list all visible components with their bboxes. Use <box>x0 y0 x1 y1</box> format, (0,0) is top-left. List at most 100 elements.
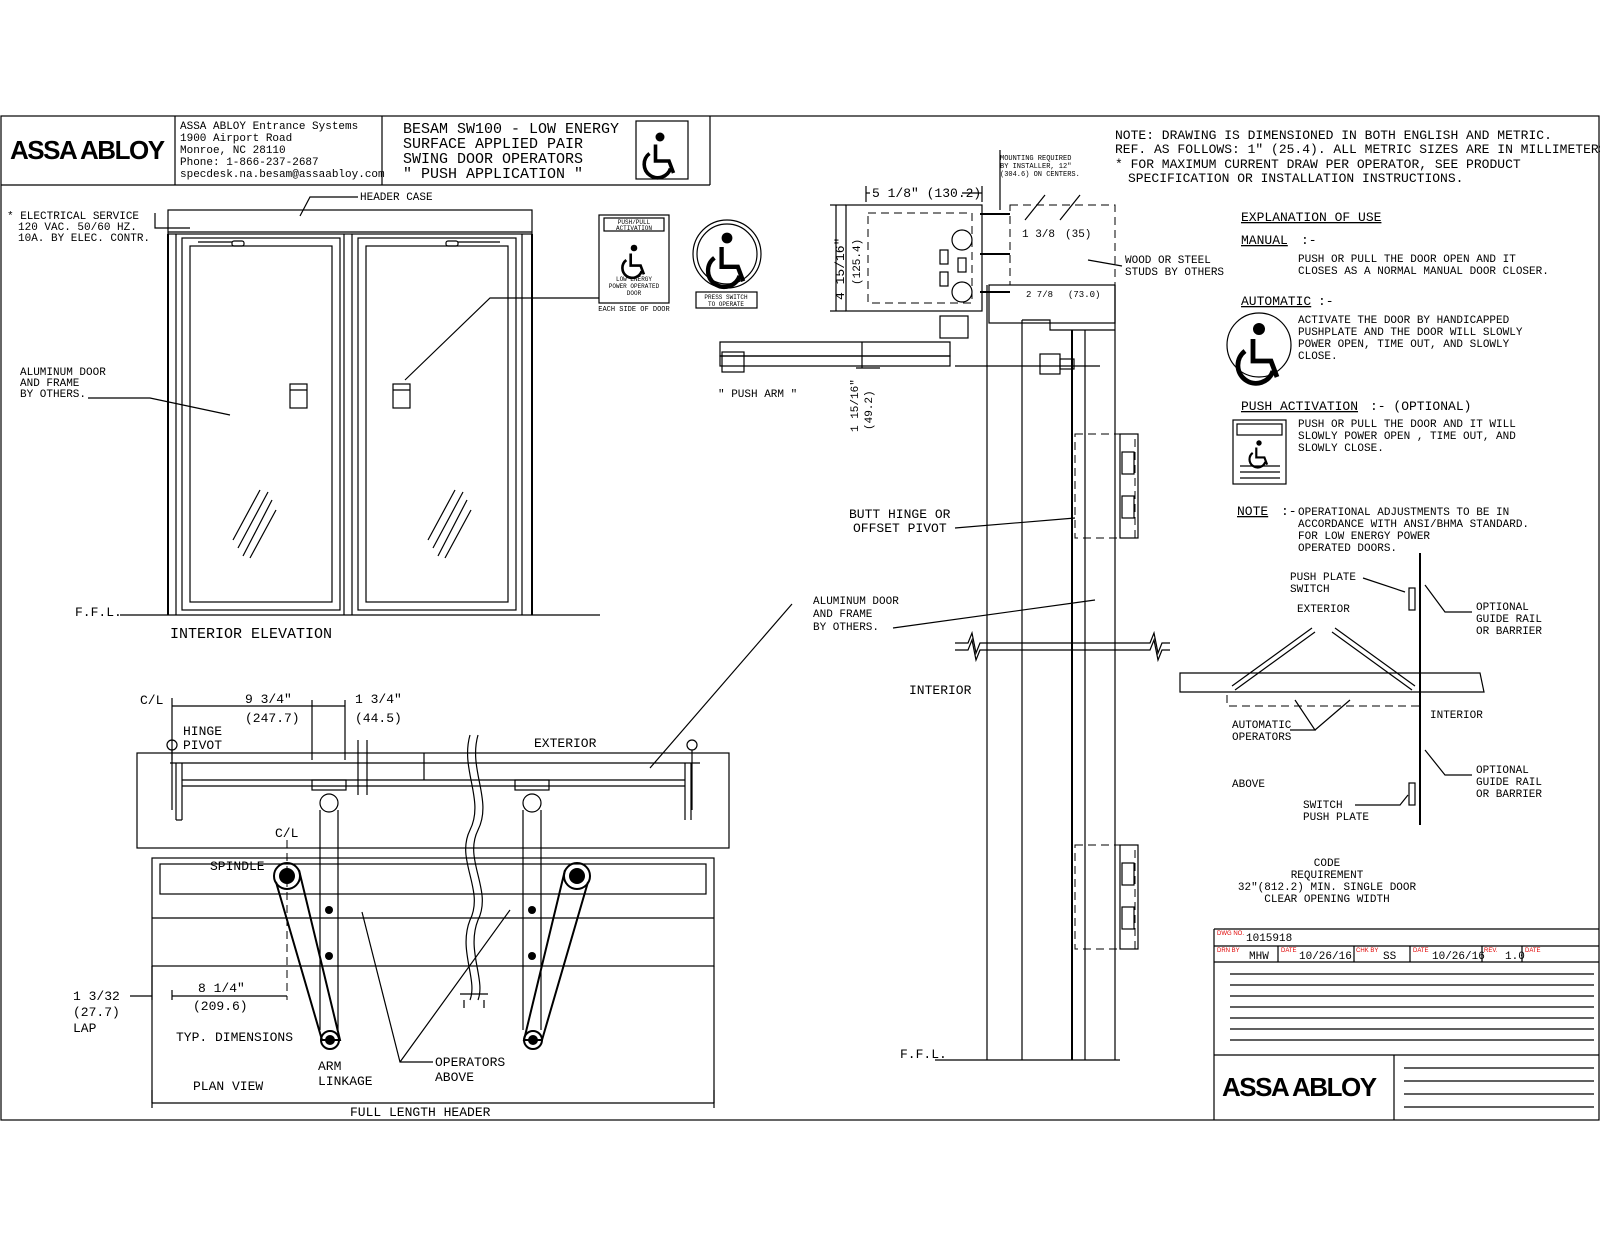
opt1-line3: OR BARRIER <box>1476 626 1542 638</box>
push-activation-title: PUSH ACTIVATION <box>1241 399 1358 414</box>
header-case-label: HEADER CASE <box>360 192 433 204</box>
notes: NOTE: DRAWING IS DIMENSIONED IN BOTH ENG… <box>1115 128 1600 186</box>
section-interior-label: INTERIOR <box>909 683 972 698</box>
arm-label: ARM <box>318 1059 341 1074</box>
dim-125-4: (125.4) <box>852 239 864 285</box>
hinge-line2: OFFSET PIVOT <box>853 521 947 536</box>
title-line4: " PUSH APPLICATION " <box>403 166 583 183</box>
elevation-ffl: F.F.L. <box>75 605 122 620</box>
date1: 10/26/16 <box>1299 951 1352 963</box>
plan-cl2: C/L <box>275 826 298 841</box>
linkage-label: LINKAGE <box>318 1074 373 1089</box>
dim-9-3-4: 9 3/4" <box>245 692 292 707</box>
sign-line2: POWER OPERATED <box>609 283 660 290</box>
note-line4: SPECIFICATION OR INSTALLATION INSTRUCTIO… <box>1128 171 1463 186</box>
sign-line3: DOOR <box>627 290 642 297</box>
code-line4: CLEAR OPENING WIDTH <box>1264 894 1389 906</box>
hinge-label: HINGE <box>183 724 222 739</box>
note-title: NOTE <box>1237 504 1268 519</box>
diagram-interior: INTERIOR <box>1430 710 1483 722</box>
automatic-line3: POWER OPEN, TIME OUT, AND SLOWLY <box>1298 339 1510 351</box>
company-address2: Monroe, NC 28110 <box>180 145 286 157</box>
note-line2: REF. AS FOLLOWS: 1" (25.4). ALL METRIC S… <box>1115 142 1600 157</box>
dim-44-5: (44.5) <box>355 711 402 726</box>
elec-line1: * ELECTRICAL SERVICE <box>7 211 139 223</box>
full-length-header: FULL LENGTH HEADER <box>350 1105 491 1120</box>
auto-ops-line1: AUTOMATIC <box>1232 720 1292 732</box>
explanation-heading: EXPLANATION OF USE <box>1241 210 1382 225</box>
note-line1: OPERATIONAL ADJUSTMENTS TO BE IN <box>1298 507 1509 519</box>
wheelchair-icon <box>1238 323 1277 383</box>
section-view: 5 1/8" (130.2) MOUNTING REQUIRED BY INST… <box>649 150 1224 1062</box>
opt1-line2: GUIDE RAIL <box>1476 614 1542 626</box>
operators-line1: OPERATORS <box>435 1055 505 1070</box>
elec-line3: 10A. BY ELEC. CONTR. <box>18 233 150 245</box>
dim-2-7-8: 2 7/8 <box>1026 290 1053 300</box>
automatic-line2: PUSHPLATE AND THE DOOR WILL SLOWLY <box>1298 327 1523 339</box>
wheelchair-icon <box>708 233 743 287</box>
plan-view: C/L 9 3/4" (247.7) 1 3/4" (44.5) HINGE P… <box>73 692 730 1120</box>
dwg-no-label: DWG NO. <box>1217 931 1244 937</box>
rev-number: 1.0 <box>1505 951 1525 963</box>
pivot-label: PIVOT <box>183 738 222 753</box>
manual-sep: :- <box>1301 233 1317 248</box>
manual-line2: CLOSES AS A NORMAL MANUAL DOOR CLOSER. <box>1298 266 1549 278</box>
wheelchair-icon <box>642 130 676 180</box>
note-line1: NOTE: DRAWING IS DIMENSIONED IN BOTH ENG… <box>1115 128 1552 143</box>
operators-line2: ABOVE <box>435 1070 474 1085</box>
diagram-exterior: EXTERIOR <box>1297 604 1350 616</box>
rev-label: REV. <box>1484 948 1498 954</box>
section-door-line3: BY OTHERS. <box>813 622 879 634</box>
mount-line2: BY INSTALLER, 12" <box>1000 163 1071 171</box>
sw-line2: PUSH PLATE <box>1303 812 1369 824</box>
dim-4-15-16: 4 15/16" <box>833 238 848 300</box>
push-plate-diagram: PUSH PLATE SWITCH EXTERIOR OPTIONAL GUID… <box>1179 553 1542 906</box>
date3-label: DATE <box>1525 948 1541 954</box>
section-ffl: F.F.L. <box>900 1047 947 1062</box>
dim-1-3-4: 1 3/4" <box>355 692 402 707</box>
manual-line1: PUSH OR PULL THE DOOR OPEN AND IT <box>1298 254 1516 266</box>
opt2-line1: OPTIONAL <box>1476 765 1529 777</box>
code-line3: 32"(812.2) MIN. SINGLE DOOR <box>1238 882 1417 894</box>
push-sign-icon <box>1232 419 1287 485</box>
push-line2: SLOWLY POWER OPEN , TIME OUT, AND <box>1298 431 1516 443</box>
door-label-line2: AND FRAME <box>20 378 80 390</box>
note-line4: OPERATED DOORS. <box>1298 543 1397 555</box>
plan-cl: C/L <box>140 693 163 708</box>
company-address1: 1900 Airport Road <box>180 133 292 145</box>
dim-49-2: (49.2) <box>864 390 876 430</box>
automatic-line4: CLOSE. <box>1298 351 1338 363</box>
company-name: ASSA ABLOY Entrance Systems <box>180 121 358 133</box>
round-push-switch <box>692 219 762 289</box>
door-label-line3: BY OTHERS. <box>20 389 86 401</box>
elevation-title: INTERIOR ELEVATION <box>170 626 332 643</box>
typ-dimensions: TYP. DIMENSIONS <box>176 1030 293 1045</box>
dim-8-1-4: 8 1/4" <box>198 981 245 996</box>
push-arm-label: " PUSH ARM " <box>718 389 797 401</box>
date2-label: DATE <box>1413 948 1429 954</box>
wood-line1: WOOD OR STEEL <box>1125 255 1211 267</box>
elec-line2: 120 VAC. 50/60 HZ. <box>18 222 137 234</box>
wood-line2: STUDS BY OTHERS <box>1125 267 1224 279</box>
sign-top2: ACTIVATION <box>616 225 652 232</box>
push-line1: PUSH OR PULL THE DOOR AND IT WILL <box>1298 419 1516 431</box>
manual-title: MANUAL <box>1241 233 1288 248</box>
dim-209-6: (209.6) <box>193 999 248 1014</box>
lap-label: LAP <box>73 1021 97 1036</box>
drn-by: MHW <box>1249 951 1269 963</box>
revision-block: DWG NO. 1015918 DRN BY MHW DATE 10/26/16… <box>1213 928 1599 1120</box>
explanation-of-use: EXPLANATION OF USE MANUAL :- PUSH OR PUL… <box>1226 210 1549 555</box>
mount-line1: MOUNTING REQUIRED <box>1000 155 1071 163</box>
sw-line1: SWITCH <box>1303 800 1343 812</box>
hinge-line1: BUTT HINGE OR <box>849 507 951 522</box>
code-line2: REQUIREMENT <box>1291 870 1364 882</box>
sheet-border <box>0 115 1600 1121</box>
dim-1-3-32: 1 3/32 <box>73 989 120 1004</box>
press-line2: TO OPERATE <box>708 301 744 308</box>
mount-line3: (304.6) ON CENTERS. <box>1000 171 1080 179</box>
drn-by-label: DRN BY <box>1217 948 1240 954</box>
company-phone: Phone: 1-866-237-2687 <box>180 157 319 169</box>
dim-5-1-8: 5 1/8" (130.2) <box>872 186 981 201</box>
opt2-line2: GUIDE RAIL <box>1476 777 1542 789</box>
spindle-label: SPINDLE <box>210 859 265 874</box>
